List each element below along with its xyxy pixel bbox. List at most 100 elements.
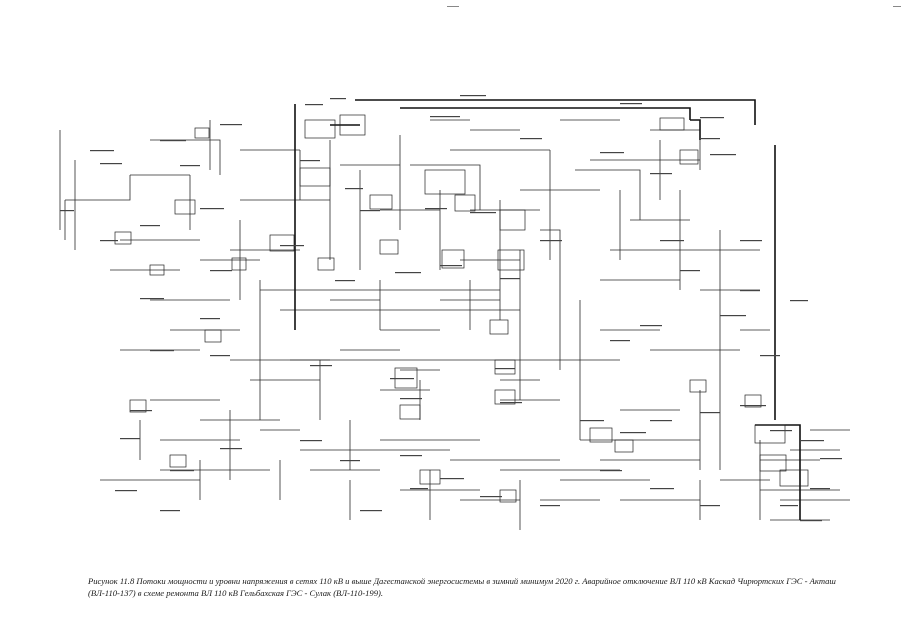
label-mark (390, 378, 414, 380)
label-mark (310, 365, 332, 367)
connection-line (65, 175, 131, 201)
label-mark (520, 138, 542, 140)
label-mark (220, 124, 242, 126)
label-mark (620, 432, 646, 434)
connection-line (575, 169, 641, 220)
label-mark (170, 470, 194, 472)
label-mark (120, 438, 140, 440)
label-mark (90, 150, 114, 152)
substation-box (399, 404, 421, 420)
label-mark (140, 225, 160, 227)
label-mark (710, 154, 736, 156)
label-mark (700, 412, 720, 414)
substation-box (499, 209, 526, 231)
substation-box (489, 319, 509, 335)
label-mark (460, 95, 486, 97)
substation-box (494, 389, 516, 405)
substation-box (454, 194, 476, 212)
label-mark (340, 460, 360, 462)
label-mark (470, 212, 496, 214)
label-mark (100, 163, 122, 165)
label-mark (305, 104, 323, 106)
label-mark (160, 140, 186, 142)
label-mark (740, 290, 760, 292)
substation-box (689, 379, 707, 393)
connection-line (150, 139, 221, 175)
substation-box (204, 329, 222, 343)
label-mark (800, 440, 824, 442)
label-mark (410, 488, 428, 490)
substation-box (419, 469, 441, 485)
substation-box (169, 454, 187, 468)
substation-box (744, 394, 762, 408)
label-mark (650, 420, 672, 422)
substation-box (149, 264, 165, 276)
substation-box (339, 114, 366, 136)
label-mark (220, 448, 242, 450)
label-mark (740, 240, 762, 242)
label-mark (395, 272, 421, 274)
substation-box (194, 127, 210, 139)
label-mark (500, 402, 522, 404)
flow-labels (60, 95, 842, 522)
connection-line (540, 229, 561, 370)
label-mark (440, 265, 462, 267)
label-mark (130, 410, 152, 412)
label-mark (140, 298, 164, 300)
substation-box (304, 119, 336, 139)
label-mark (650, 173, 672, 175)
figure-caption: Рисунок 11.8 Потоки мощности и уровни на… (88, 576, 836, 598)
label-mark (200, 208, 224, 210)
substation-box (659, 117, 685, 131)
label-mark (210, 270, 232, 272)
label-mark (180, 165, 200, 167)
label-mark (540, 240, 562, 242)
label-mark (150, 350, 174, 352)
label-mark (160, 510, 180, 512)
scan-speck (893, 6, 901, 7)
label-mark (360, 510, 382, 512)
label-mark (330, 98, 346, 100)
label-mark (210, 355, 230, 357)
label-mark (480, 496, 502, 498)
substation-box (269, 234, 295, 252)
label-mark (540, 505, 560, 507)
substation-nodes (114, 114, 809, 503)
label-mark (720, 315, 746, 317)
top-right-bus (690, 119, 701, 140)
label-mark (300, 160, 320, 162)
label-mark (200, 318, 220, 320)
substation-box (129, 399, 147, 413)
substation-box (779, 469, 809, 487)
substation-box (754, 424, 786, 444)
label-mark (115, 490, 137, 492)
connection-line (410, 164, 481, 210)
substation-box (441, 249, 465, 269)
label-mark (680, 270, 700, 272)
substation-box (589, 427, 613, 443)
label-mark (700, 138, 720, 140)
label-mark (360, 210, 380, 212)
substation-box (424, 169, 466, 195)
label-mark (770, 430, 792, 432)
label-mark (300, 440, 322, 442)
substation-box (231, 257, 247, 271)
label-mark (430, 116, 460, 118)
top-trunk-line (400, 107, 691, 120)
transmission-lines (59, 119, 850, 530)
label-mark (495, 368, 515, 370)
label-mark (600, 152, 624, 154)
label-mark (700, 505, 720, 507)
substation-box (114, 231, 132, 245)
label-mark (810, 488, 830, 490)
substation-box (174, 199, 196, 215)
substation-box (369, 194, 393, 210)
label-mark (600, 470, 622, 472)
label-mark (800, 520, 822, 522)
label-mark (500, 278, 520, 280)
substation-box (759, 454, 787, 472)
label-mark (345, 188, 363, 190)
substation-box (299, 167, 331, 187)
